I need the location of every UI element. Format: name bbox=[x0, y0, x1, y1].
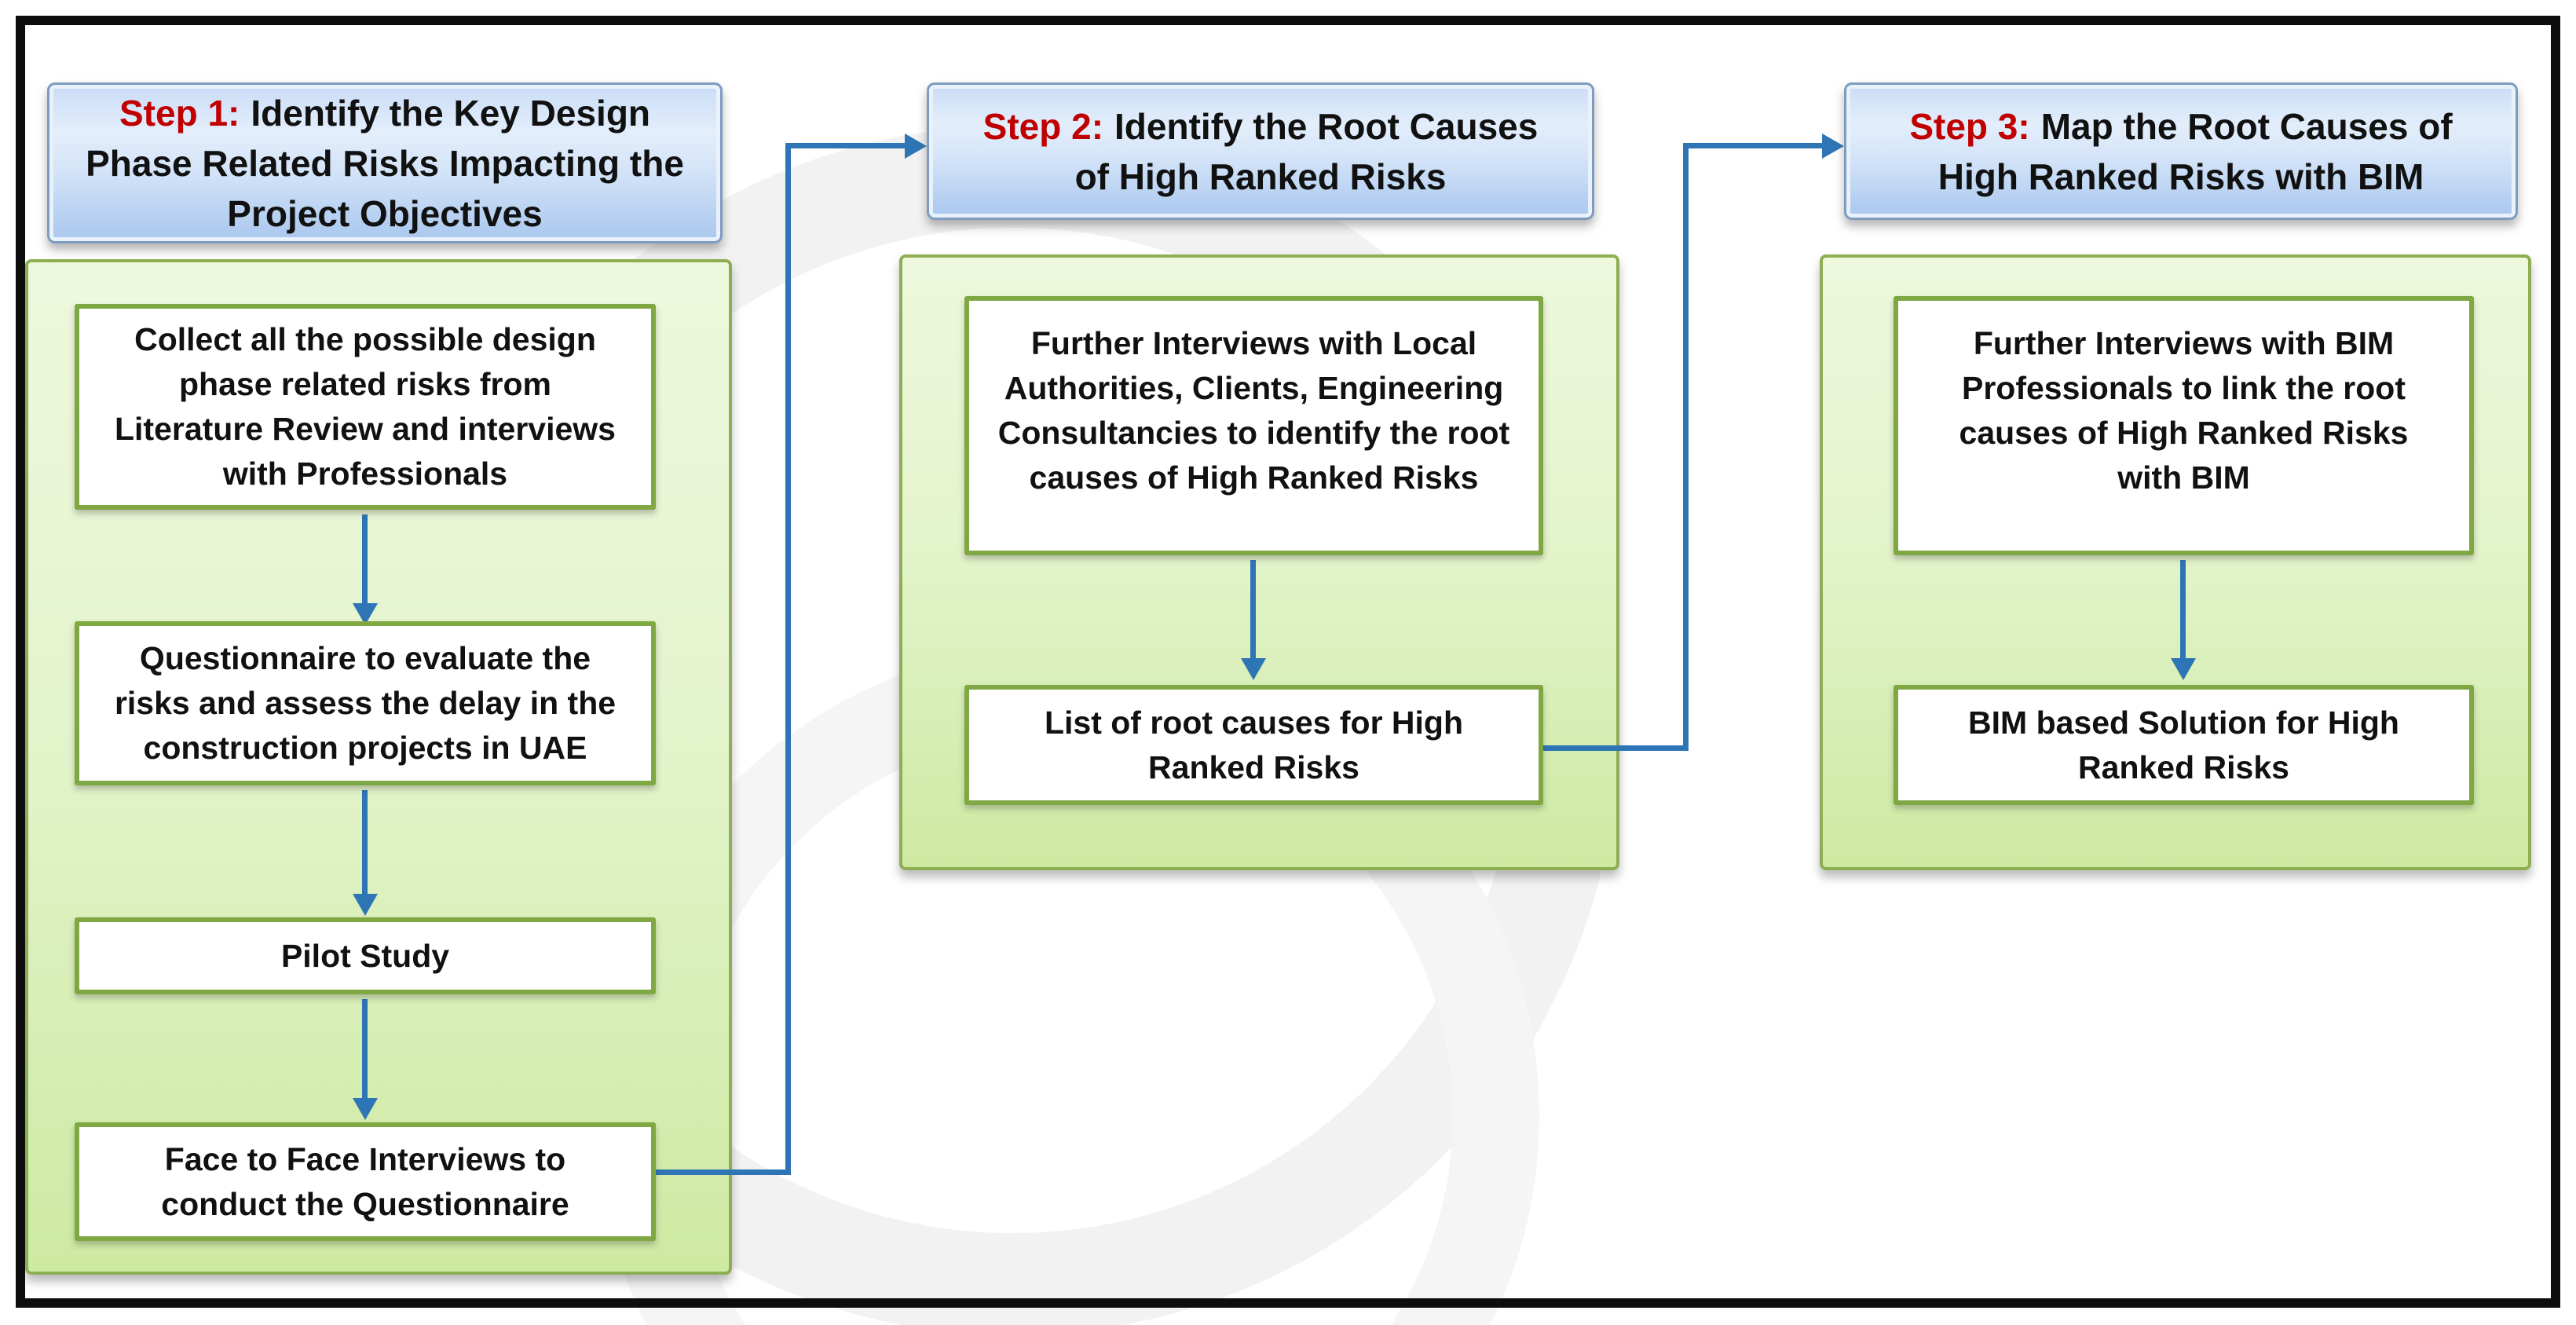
box-further-interviews-local: Further Interviews with Local Authoritie… bbox=[964, 296, 1543, 555]
arrow-down-icon bbox=[2180, 560, 2186, 660]
connector-step2-to-step3 bbox=[1683, 143, 1825, 148]
step-1-label: Step 1: bbox=[119, 92, 240, 134]
step-3-label: Step 3: bbox=[1909, 105, 2030, 147]
connector-arrow-right-icon bbox=[1822, 134, 1844, 159]
arrow-down-icon bbox=[362, 999, 368, 1100]
step-3-header: Step 3:Map the Root Causes of High Ranke… bbox=[1844, 82, 2518, 220]
box-bim-based-solution: BIM based Solution for High Ranked Risks bbox=[1894, 685, 2474, 805]
box-questionnaire: Questionnaire to evaluate the risks and … bbox=[75, 621, 656, 785]
step-2-header: Step 2:Identify the Root Causes of High … bbox=[927, 82, 1594, 220]
box-list-root-causes: List of root causes for High Ranked Risk… bbox=[964, 685, 1543, 805]
connector-step1-to-step2 bbox=[785, 143, 791, 1175]
connector-step1-to-step2 bbox=[785, 143, 908, 148]
arrow-down-icon bbox=[1241, 658, 1266, 680]
connector-arrow-right-icon bbox=[905, 134, 927, 159]
arrow-down-icon bbox=[362, 514, 368, 605]
step-1-title: Identify the Key Design Phase Related Ri… bbox=[86, 92, 684, 234]
step-2-title: Identify the Root Causes of High Ranked … bbox=[1074, 105, 1539, 197]
step-3-title: Map the Root Causes of High Ranked Risks… bbox=[1937, 105, 2453, 197]
step-2-label: Step 2: bbox=[982, 105, 1104, 147]
arrow-down-icon bbox=[353, 1098, 378, 1120]
step-1-header-text: Step 1:Identify the Key Design Phase Rel… bbox=[82, 88, 687, 239]
connector-step2-to-step3 bbox=[1683, 143, 1689, 751]
arrow-down-icon bbox=[2171, 658, 2196, 680]
arrow-down-icon bbox=[1250, 560, 1256, 660]
step-1-header: Step 1:Identify the Key Design Phase Rel… bbox=[47, 82, 723, 243]
arrow-down-icon bbox=[353, 894, 378, 916]
step-2-header-text: Step 2:Identify the Root Causes of High … bbox=[962, 101, 1559, 202]
connector-step2-to-step3 bbox=[1543, 745, 1689, 751]
step-3-header-text: Step 3:Map the Root Causes of High Ranke… bbox=[1879, 101, 2483, 202]
connector-step1-to-step2 bbox=[656, 1169, 790, 1175]
box-collect-risks: Collect all the possible design phase re… bbox=[75, 304, 656, 510]
arrow-down-icon bbox=[362, 790, 368, 895]
box-further-interviews-bim: Further Interviews with BIM Professional… bbox=[1894, 296, 2474, 555]
box-face-to-face-interviews: Face to Face Interviews to conduct the Q… bbox=[75, 1122, 656, 1241]
box-pilot-study: Pilot Study bbox=[75, 917, 656, 994]
